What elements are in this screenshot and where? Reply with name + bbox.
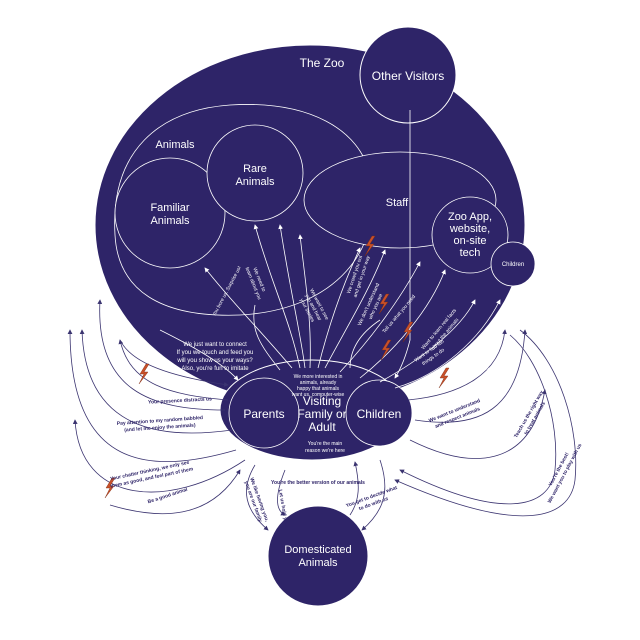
msg-more-interested-4: want us, computer-wise	[292, 392, 345, 398]
msg-reason-2: reason we're here	[305, 448, 345, 454]
msg-more-interested-3: happy that animals	[297, 386, 339, 392]
visiting-label-1: Visiting	[303, 394, 341, 408]
rare-animals-node[interactable]	[206, 124, 304, 222]
inner-arrows	[159, 110, 501, 389]
bolt-icon	[104, 477, 116, 499]
visiting-label-3: Adult	[308, 420, 336, 434]
bolt-icon	[438, 367, 450, 389]
domesticated-label-2: Animals	[298, 557, 338, 569]
msg-connect-3: will you show us your ways?	[176, 358, 253, 364]
children-label: Children	[357, 407, 402, 421]
children-small-label: Children	[502, 262, 524, 268]
conflict-bolts	[104, 235, 450, 499]
bolt-icon	[138, 363, 150, 385]
msg-connect-2: If you we touch and feed you	[177, 350, 254, 356]
msg-reason-1: You're the main	[308, 441, 343, 447]
animals-label: Animals	[155, 139, 195, 151]
msg-your-presence: Your presence distracts us	[148, 396, 212, 405]
msg-copy-you: You're the better version of our animals	[271, 480, 365, 486]
msg-connect-1: We just want to connect	[183, 342, 247, 348]
bolt-icon	[364, 235, 376, 257]
children-node[interactable]	[345, 379, 413, 447]
familiar-animals-node[interactable]	[114, 157, 226, 269]
msg-connect-4: Also, you're fun to imitate	[181, 366, 249, 372]
other-visitors-node[interactable]	[359, 26, 457, 124]
parents-node[interactable]	[228, 377, 300, 449]
msg-more-interested-1: We more interested in	[294, 374, 343, 380]
bolt-icon	[378, 293, 390, 315]
zoo-app-node[interactable]	[431, 196, 509, 274]
familiar-animals-label-2: Animals	[150, 215, 190, 227]
rare-animals-label-1: Rare	[243, 163, 267, 175]
zoo-label: The Zoo	[300, 56, 345, 70]
msg-be-good: Be a good animal	[147, 487, 189, 506]
domesticated-label-1: Domesticated	[284, 544, 351, 556]
outside-arrows	[67, 299, 577, 531]
staff-label: Staff	[386, 197, 409, 209]
other-visitors-label: Other Visitors	[372, 69, 444, 83]
zoo-app-label-2: website,	[449, 223, 490, 235]
bolt-icon	[402, 321, 414, 343]
zoo-app-label-3: on-site	[453, 235, 486, 247]
domesticated-animals-node[interactable]	[267, 505, 369, 607]
zoo-app-label-1: Zoo App,	[448, 211, 492, 223]
bolt-icon	[380, 339, 392, 361]
zoo-app-label-4: tech	[460, 247, 481, 259]
rare-animals-label-2: Animals	[235, 176, 275, 188]
visiting-label-2: Family or	[297, 407, 346, 421]
children-small-node[interactable]	[490, 241, 536, 287]
msg-more-interested-2: animals, already	[300, 380, 337, 386]
familiar-animals-label-1: Familiar	[150, 202, 189, 214]
msg-pay-attention-2: (and let me enjoy the animals)	[124, 422, 196, 433]
parents-label: Parents	[243, 407, 284, 421]
